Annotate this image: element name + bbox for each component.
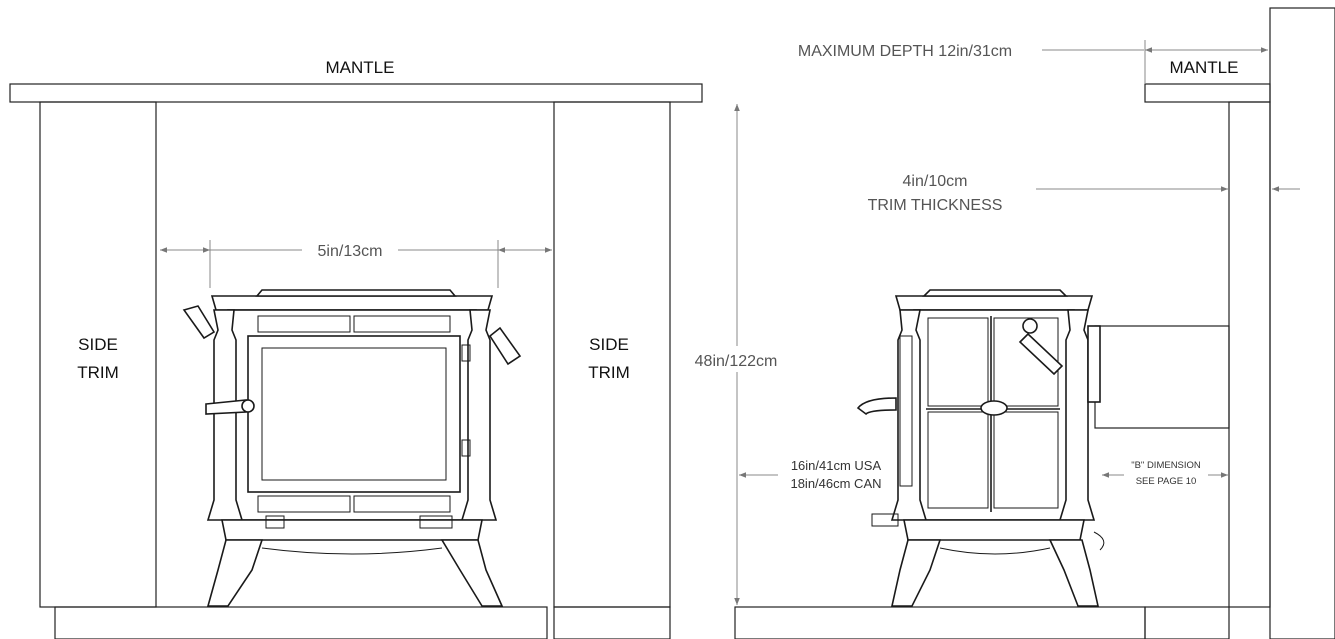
front-view: MANTLE SIDE TRIM SIDE TRIM 5in/13cm xyxy=(9,58,703,639)
front-hearth xyxy=(54,606,548,639)
left-side-trim-label: SIDE xyxy=(78,335,118,354)
front-clearance-label: 5in/13cm xyxy=(318,243,383,260)
max-depth-dimension: MAXIMUM DEPTH 12in/31cm xyxy=(798,40,1268,84)
side-view: MANTLE MAXIMUM DEPTH 12in/31cm 4in/10cm … xyxy=(678,7,1335,639)
floor-clearance-can: 18in/46cm CAN xyxy=(790,476,881,491)
floor-clearance-usa: 16in/41cm USA xyxy=(791,458,882,473)
right-side-trim xyxy=(553,101,671,608)
right-side-trim-label-2: TRIM xyxy=(588,363,630,382)
b-dimension: "B" DIMENSION SEE PAGE 10 xyxy=(1102,460,1228,487)
side-trim xyxy=(1228,101,1271,608)
b-dimension-label: "B" DIMENSION xyxy=(1131,460,1201,471)
side-mantle-label: MANTLE xyxy=(1170,58,1239,77)
side-hearth xyxy=(734,606,1146,639)
side-mantle-shelf xyxy=(1144,83,1271,103)
right-side-trim-label: SIDE xyxy=(589,335,629,354)
left-side-trim-label-2: TRIM xyxy=(77,363,119,382)
height-dimension: 48in/122cm xyxy=(678,104,796,605)
trim-thickness-dimension: 4in/10cm TRIM THICKNESS xyxy=(868,173,1300,214)
side-stove-drawing xyxy=(856,289,1105,607)
flue-pipe xyxy=(1094,325,1230,429)
front-mantle-shelf xyxy=(9,83,703,103)
front-clearance-dimension: 5in/13cm xyxy=(160,240,552,288)
floor-clearance-dimension: 16in/41cm USA 18in/46cm CAN xyxy=(739,458,882,491)
max-depth-label: MAXIMUM DEPTH 12in/31cm xyxy=(798,43,1012,60)
height-label: 48in/122cm xyxy=(695,353,778,370)
left-side-trim xyxy=(39,101,157,608)
trim-thickness-value: 4in/10cm xyxy=(903,173,968,190)
front-mantle-label: MANTLE xyxy=(326,58,395,77)
front-stove-drawing xyxy=(182,289,522,607)
side-hearth-extension xyxy=(1144,606,1230,639)
trim-thickness-label: TRIM THICKNESS xyxy=(868,197,1003,214)
side-wall xyxy=(1269,7,1335,639)
front-hearth-extension xyxy=(553,606,671,639)
b-dimension-page-ref: SEE PAGE 10 xyxy=(1136,476,1197,487)
